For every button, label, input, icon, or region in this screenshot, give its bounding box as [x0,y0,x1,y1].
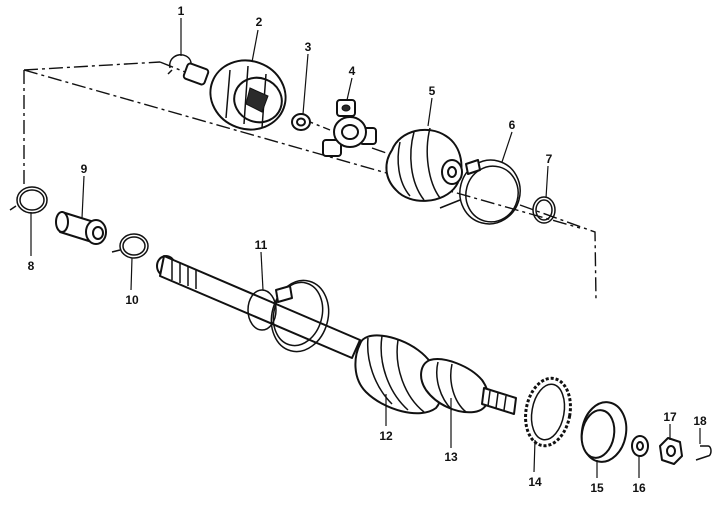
callout-13: 13 [444,450,458,464]
callout-5: 5 [429,84,436,98]
callout-11: 11 [255,238,268,252]
part-2-joint-housing [182,59,287,131]
callout-4: 4 [349,64,356,78]
axle-shaft [156,255,361,359]
callout-16: 16 [632,481,646,495]
part-9-bushing [55,211,107,245]
part-17-hub-nut [659,437,683,465]
part-3-washer [291,113,311,131]
part-8-circlip [9,186,48,214]
callout-17: 17 [663,410,677,424]
callout-18: 18 [693,414,707,428]
callout-14: 14 [528,475,542,489]
part-11-clamp [247,279,330,353]
callout-8: 8 [28,259,35,273]
leader-lines [30,18,701,478]
part-4-tripod [322,99,377,157]
part-12-boot [354,334,443,415]
part-15-seal [580,401,628,463]
assembly-axis-lines [23,61,597,301]
callout-9: 9 [81,162,88,176]
part-10-circlip [111,233,149,259]
part-7-snap-ring [532,196,556,224]
callout-7: 7 [546,152,553,166]
callout-3: 3 [305,40,312,54]
part-6-clamp [439,159,521,225]
callout-2: 2 [256,15,263,29]
part-5-boot [385,127,463,202]
part-14-tone-ring [524,376,572,448]
callout-6: 6 [509,118,516,132]
callout-10: 10 [125,293,139,307]
callout-15: 15 [590,481,604,495]
part-18-cotter-pin [695,445,712,461]
callout-labels: 1 2 3 4 5 6 7 8 9 10 11 12 13 14 15 16 1… [28,4,707,495]
callout-1: 1 [178,4,185,18]
callout-12: 12 [379,429,393,443]
part-16-washer [631,435,649,457]
part-13-outer-joint [420,358,517,415]
